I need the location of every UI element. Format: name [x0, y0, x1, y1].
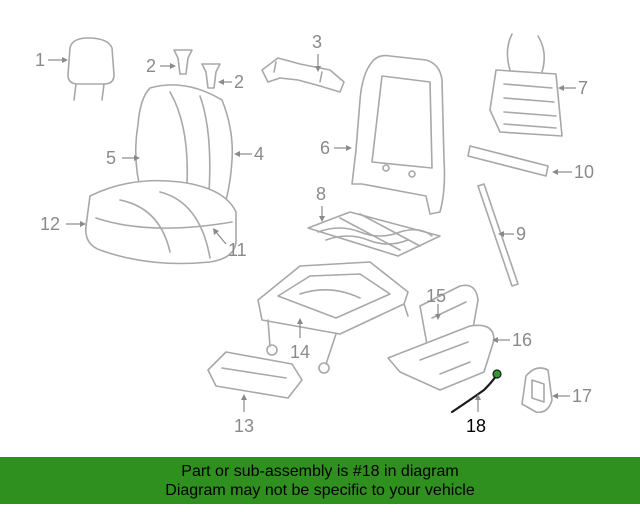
callout-8: 8: [316, 184, 326, 204]
leader-11: [213, 228, 227, 245]
callout-2a: 2: [146, 56, 156, 76]
part-seat-back-frame[interactable]: [351, 54, 446, 215]
part-18-cable-highlighted[interactable]: [450, 369, 502, 414]
callout-14: 14: [290, 342, 310, 362]
leader-4: [234, 151, 252, 157]
leader-6: [334, 145, 352, 151]
leader-8: [319, 206, 325, 222]
leader-13: [241, 394, 247, 412]
part-lumbar-support[interactable]: [489, 33, 563, 137]
leader-3: [315, 54, 321, 72]
part-seat-track[interactable]: [257, 261, 409, 374]
callout-17: 17: [572, 386, 592, 406]
leader-15: [435, 304, 441, 320]
callout-3: 3: [312, 32, 322, 52]
leader-17: [552, 393, 570, 399]
part-trim-strip[interactable]: [477, 183, 519, 287]
callout-2b: 2: [234, 72, 244, 92]
part-headrest-guide-a[interactable]: [173, 49, 193, 75]
parts-diagram: 1 2 2 4 5 11: [35, 32, 594, 436]
callout-9: 9: [516, 224, 526, 244]
banner-line-2: Diagram may not be specific to your vehi…: [165, 481, 475, 499]
part-headrest-guide-b[interactable]: [201, 63, 221, 89]
callout-15: 15: [426, 286, 446, 306]
part-front-cover[interactable]: [207, 351, 303, 399]
callout-11: 11: [228, 240, 247, 260]
callout-13: 13: [234, 416, 254, 436]
callout-18: 18: [466, 416, 486, 436]
leader-9: [498, 231, 514, 237]
leader-16: [492, 337, 510, 343]
leader-5: [122, 155, 140, 161]
leader-7: [558, 85, 576, 91]
part-switch-bezel[interactable]: [521, 367, 553, 414]
cable-end-connector: [492, 369, 502, 379]
leader-14: [297, 318, 303, 338]
leader-2b: [218, 79, 232, 85]
leader-10: [552, 169, 572, 175]
part-headrest[interactable]: [67, 37, 115, 101]
callout-7: 7: [578, 78, 588, 98]
leader-18: [475, 394, 481, 412]
info-banner: Part or sub-assembly is #18 in diagram D…: [0, 457, 640, 504]
part-seat-cushion[interactable]: [84, 179, 237, 265]
leader-1: [48, 57, 68, 63]
callout-10: 10: [574, 162, 594, 182]
callout-12: 12: [40, 214, 60, 234]
part-seat-springs[interactable]: [307, 211, 441, 257]
callout-6: 6: [320, 138, 330, 158]
leader-12: [66, 221, 86, 227]
part-bracket[interactable]: [261, 57, 345, 93]
part-cross-bar[interactable]: [467, 145, 549, 177]
banner-line-1: Part or sub-assembly is #18 in diagram: [181, 462, 459, 480]
callout-4: 4: [254, 144, 264, 164]
callout-5: 5: [106, 148, 116, 168]
leader-2a: [160, 63, 176, 69]
callout-1: 1: [35, 50, 45, 70]
part-side-shield-outer[interactable]: [387, 324, 495, 391]
callout-16: 16: [512, 330, 532, 350]
